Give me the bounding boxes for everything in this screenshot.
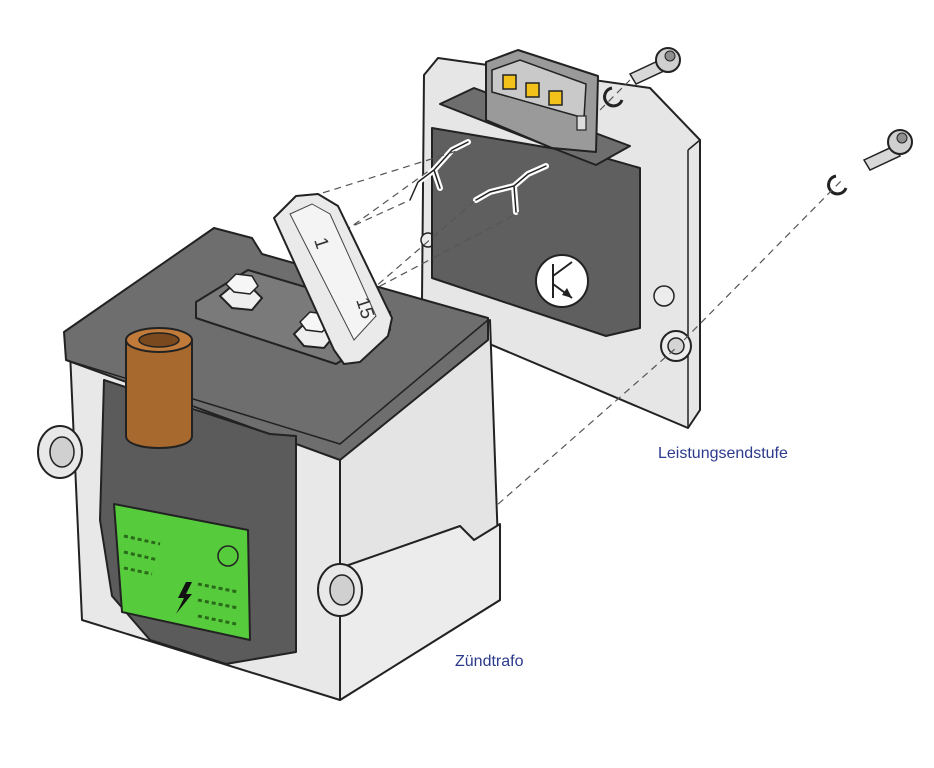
mounting-boss — [653, 285, 675, 307]
coil-label-dot — [217, 545, 239, 567]
screw — [862, 145, 902, 171]
mounting-eyelet-hole — [49, 436, 75, 468]
transistor-symbol-icon — [535, 254, 589, 308]
connector-pin — [548, 90, 563, 106]
cable-lug-outline — [475, 165, 547, 213]
washer — [603, 86, 624, 108]
hv-tower — [125, 339, 193, 449]
ignition-coil — [37, 193, 501, 701]
washer — [827, 174, 848, 196]
mounting-eyelet-hole — [329, 574, 355, 606]
lightning-bolt-icon — [176, 582, 192, 614]
connector-pin — [525, 82, 540, 98]
ignition-coil-label: Zündtrafo — [455, 653, 524, 670]
mounting-hole — [667, 337, 685, 355]
fastener-set — [603, 47, 913, 196]
power-stage-label: Leistungsendstufe — [658, 445, 788, 462]
screw-socket — [896, 132, 908, 144]
cable-lug-outline — [409, 141, 469, 201]
connector-pin — [502, 74, 517, 90]
terminal-cap-face — [289, 203, 377, 341]
coil-label-print — [123, 534, 239, 626]
power-stage-housing-edge — [687, 139, 701, 428]
hv-tower-bore — [138, 332, 180, 348]
transistor-arrow — [562, 288, 572, 298]
connector-latch — [576, 115, 587, 131]
coil-type-label — [113, 503, 251, 641]
screw-socket — [664, 50, 676, 62]
terminal-nut-1 — [218, 273, 264, 312]
